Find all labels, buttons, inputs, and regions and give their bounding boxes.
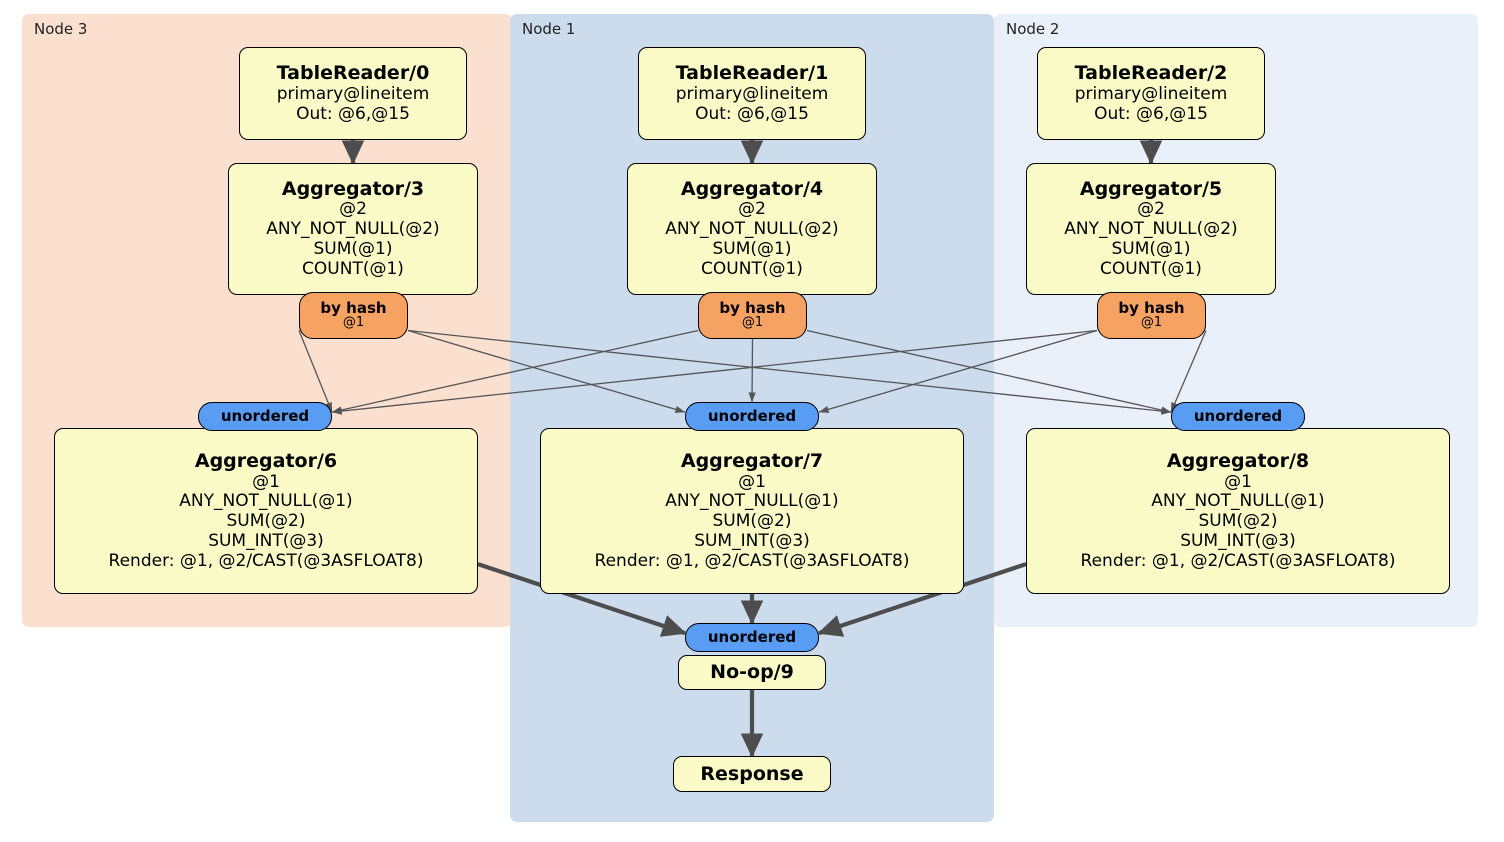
badge-by-hash-hash4[interactable]: by hash@1	[698, 292, 807, 339]
plan-node-detail: SUM(@1)	[1111, 239, 1191, 260]
edge-agg6-to-unord9	[477, 562, 687, 637]
plan-node-detail: @1	[252, 471, 280, 492]
node-panel-label: Node 3	[34, 20, 88, 38]
edge-hash5-to-unord7	[818, 329, 1098, 413]
plan-node-detail: Render: @1, @2/CAST(@3ASFLOAT8)	[108, 551, 424, 572]
badge-label: unordered	[707, 407, 797, 425]
badge-sublabel: @1	[741, 315, 764, 331]
plan-node-detail: @1	[1224, 471, 1252, 492]
edge-agg8-to-unord9	[817, 562, 1027, 637]
plan-node-detail: @2	[738, 199, 766, 220]
badge-label: unordered	[220, 407, 310, 425]
plan-node-detail: Out: @6,@15	[695, 103, 809, 124]
edge-hash4-to-unord8	[806, 329, 1172, 414]
plan-node-detail: @2	[1137, 199, 1165, 220]
plan-node-detail: COUNT(@1)	[701, 259, 803, 280]
plan-node-detail: Render: @1, @2/CAST(@3ASFLOAT8)	[1080, 551, 1396, 572]
plan-node-detail: ANY_NOT_NULL(@1)	[1151, 491, 1325, 512]
plan-node-detail: SUM(@1)	[712, 239, 792, 260]
badge-sublabel: @1	[1140, 315, 1163, 331]
badge-label: unordered	[707, 628, 797, 646]
plan-node-detail: SUM_INT(@3)	[208, 531, 324, 552]
badge-unordered-unord8[interactable]: unordered	[1171, 402, 1305, 431]
plan-node-detail: Render: @1, @2/CAST(@3ASFLOAT8)	[594, 551, 910, 572]
plan-node-detail: SUM(@1)	[313, 239, 393, 260]
edge-hash3-to-unord7	[407, 329, 686, 413]
badge-unordered-unord9[interactable]: unordered	[685, 623, 819, 652]
plan-node-response[interactable]: Response	[673, 756, 831, 792]
edge-hash4-to-unord7	[748, 338, 756, 403]
badge-label: unordered	[1193, 407, 1283, 425]
plan-node-detail: @1	[738, 471, 766, 492]
plan-node-title: Aggregator/3	[281, 178, 425, 201]
plan-node-detail: ANY_NOT_NULL(@2)	[665, 219, 839, 240]
plan-node-detail: COUNT(@1)	[1100, 259, 1202, 280]
edge-hash3-to-unord8	[407, 329, 1172, 415]
plan-node-detail: SUM(@2)	[226, 511, 306, 532]
edge-hash5-to-unord8	[1170, 330, 1207, 413]
edge-hash3-to-unord6	[298, 330, 333, 413]
plan-node-detail: SUM_INT(@3)	[1180, 531, 1296, 552]
node-panel-label: Node 1	[522, 20, 576, 38]
plan-node-title: TableReader/2	[1074, 62, 1228, 85]
plan-node-title: Aggregator/5	[1079, 178, 1223, 201]
badge-by-hash-hash3[interactable]: by hash@1	[299, 292, 408, 339]
plan-node-noop9[interactable]: No-op/9	[678, 655, 826, 690]
plan-node-title: Aggregator/7	[680, 450, 824, 473]
plan-node-detail: Out: @6,@15	[296, 103, 410, 124]
plan-node-title: Aggregator/4	[680, 178, 824, 201]
plan-node-detail: Out: @6,@15	[1094, 103, 1208, 124]
badge-unordered-unord6[interactable]: unordered	[198, 402, 332, 431]
badge-label: by hash	[320, 298, 387, 317]
node-panel-label: Node 2	[1006, 20, 1060, 38]
plan-node-detail: ANY_NOT_NULL(@1)	[179, 491, 353, 512]
plan-node-detail: primary@lineitem	[675, 83, 829, 104]
badge-label: by hash	[1118, 298, 1185, 317]
plan-node-title: Aggregator/8	[1166, 450, 1310, 473]
plan-node-detail: SUM(@2)	[1198, 511, 1278, 532]
plan-node-detail: primary@lineitem	[276, 83, 430, 104]
badge-by-hash-hash5[interactable]: by hash@1	[1097, 292, 1206, 339]
plan-node-title: No-op/9	[710, 661, 794, 684]
plan-node-detail: ANY_NOT_NULL(@2)	[1064, 219, 1238, 240]
badge-sublabel: @1	[342, 315, 365, 331]
plan-node-title: TableReader/1	[675, 62, 829, 85]
plan-node-detail: SUM(@2)	[712, 511, 792, 532]
plan-node-detail: primary@lineitem	[1074, 83, 1228, 104]
plan-node-detail: COUNT(@1)	[302, 259, 404, 280]
plan-node-detail: ANY_NOT_NULL(@1)	[665, 491, 839, 512]
plan-node-title: TableReader/0	[276, 62, 430, 85]
edge-hash4-to-unord6	[331, 329, 699, 414]
plan-node-detail: ANY_NOT_NULL(@2)	[266, 219, 440, 240]
plan-node-title: Aggregator/6	[194, 450, 338, 473]
edge-hash5-to-unord6	[331, 329, 1098, 415]
plan-node-title: Response	[700, 762, 804, 785]
plan-node-detail: SUM_INT(@3)	[694, 531, 810, 552]
badge-unordered-unord7[interactable]: unordered	[685, 402, 819, 431]
badge-label: by hash	[719, 298, 786, 317]
plan-node-detail: @2	[339, 199, 367, 220]
